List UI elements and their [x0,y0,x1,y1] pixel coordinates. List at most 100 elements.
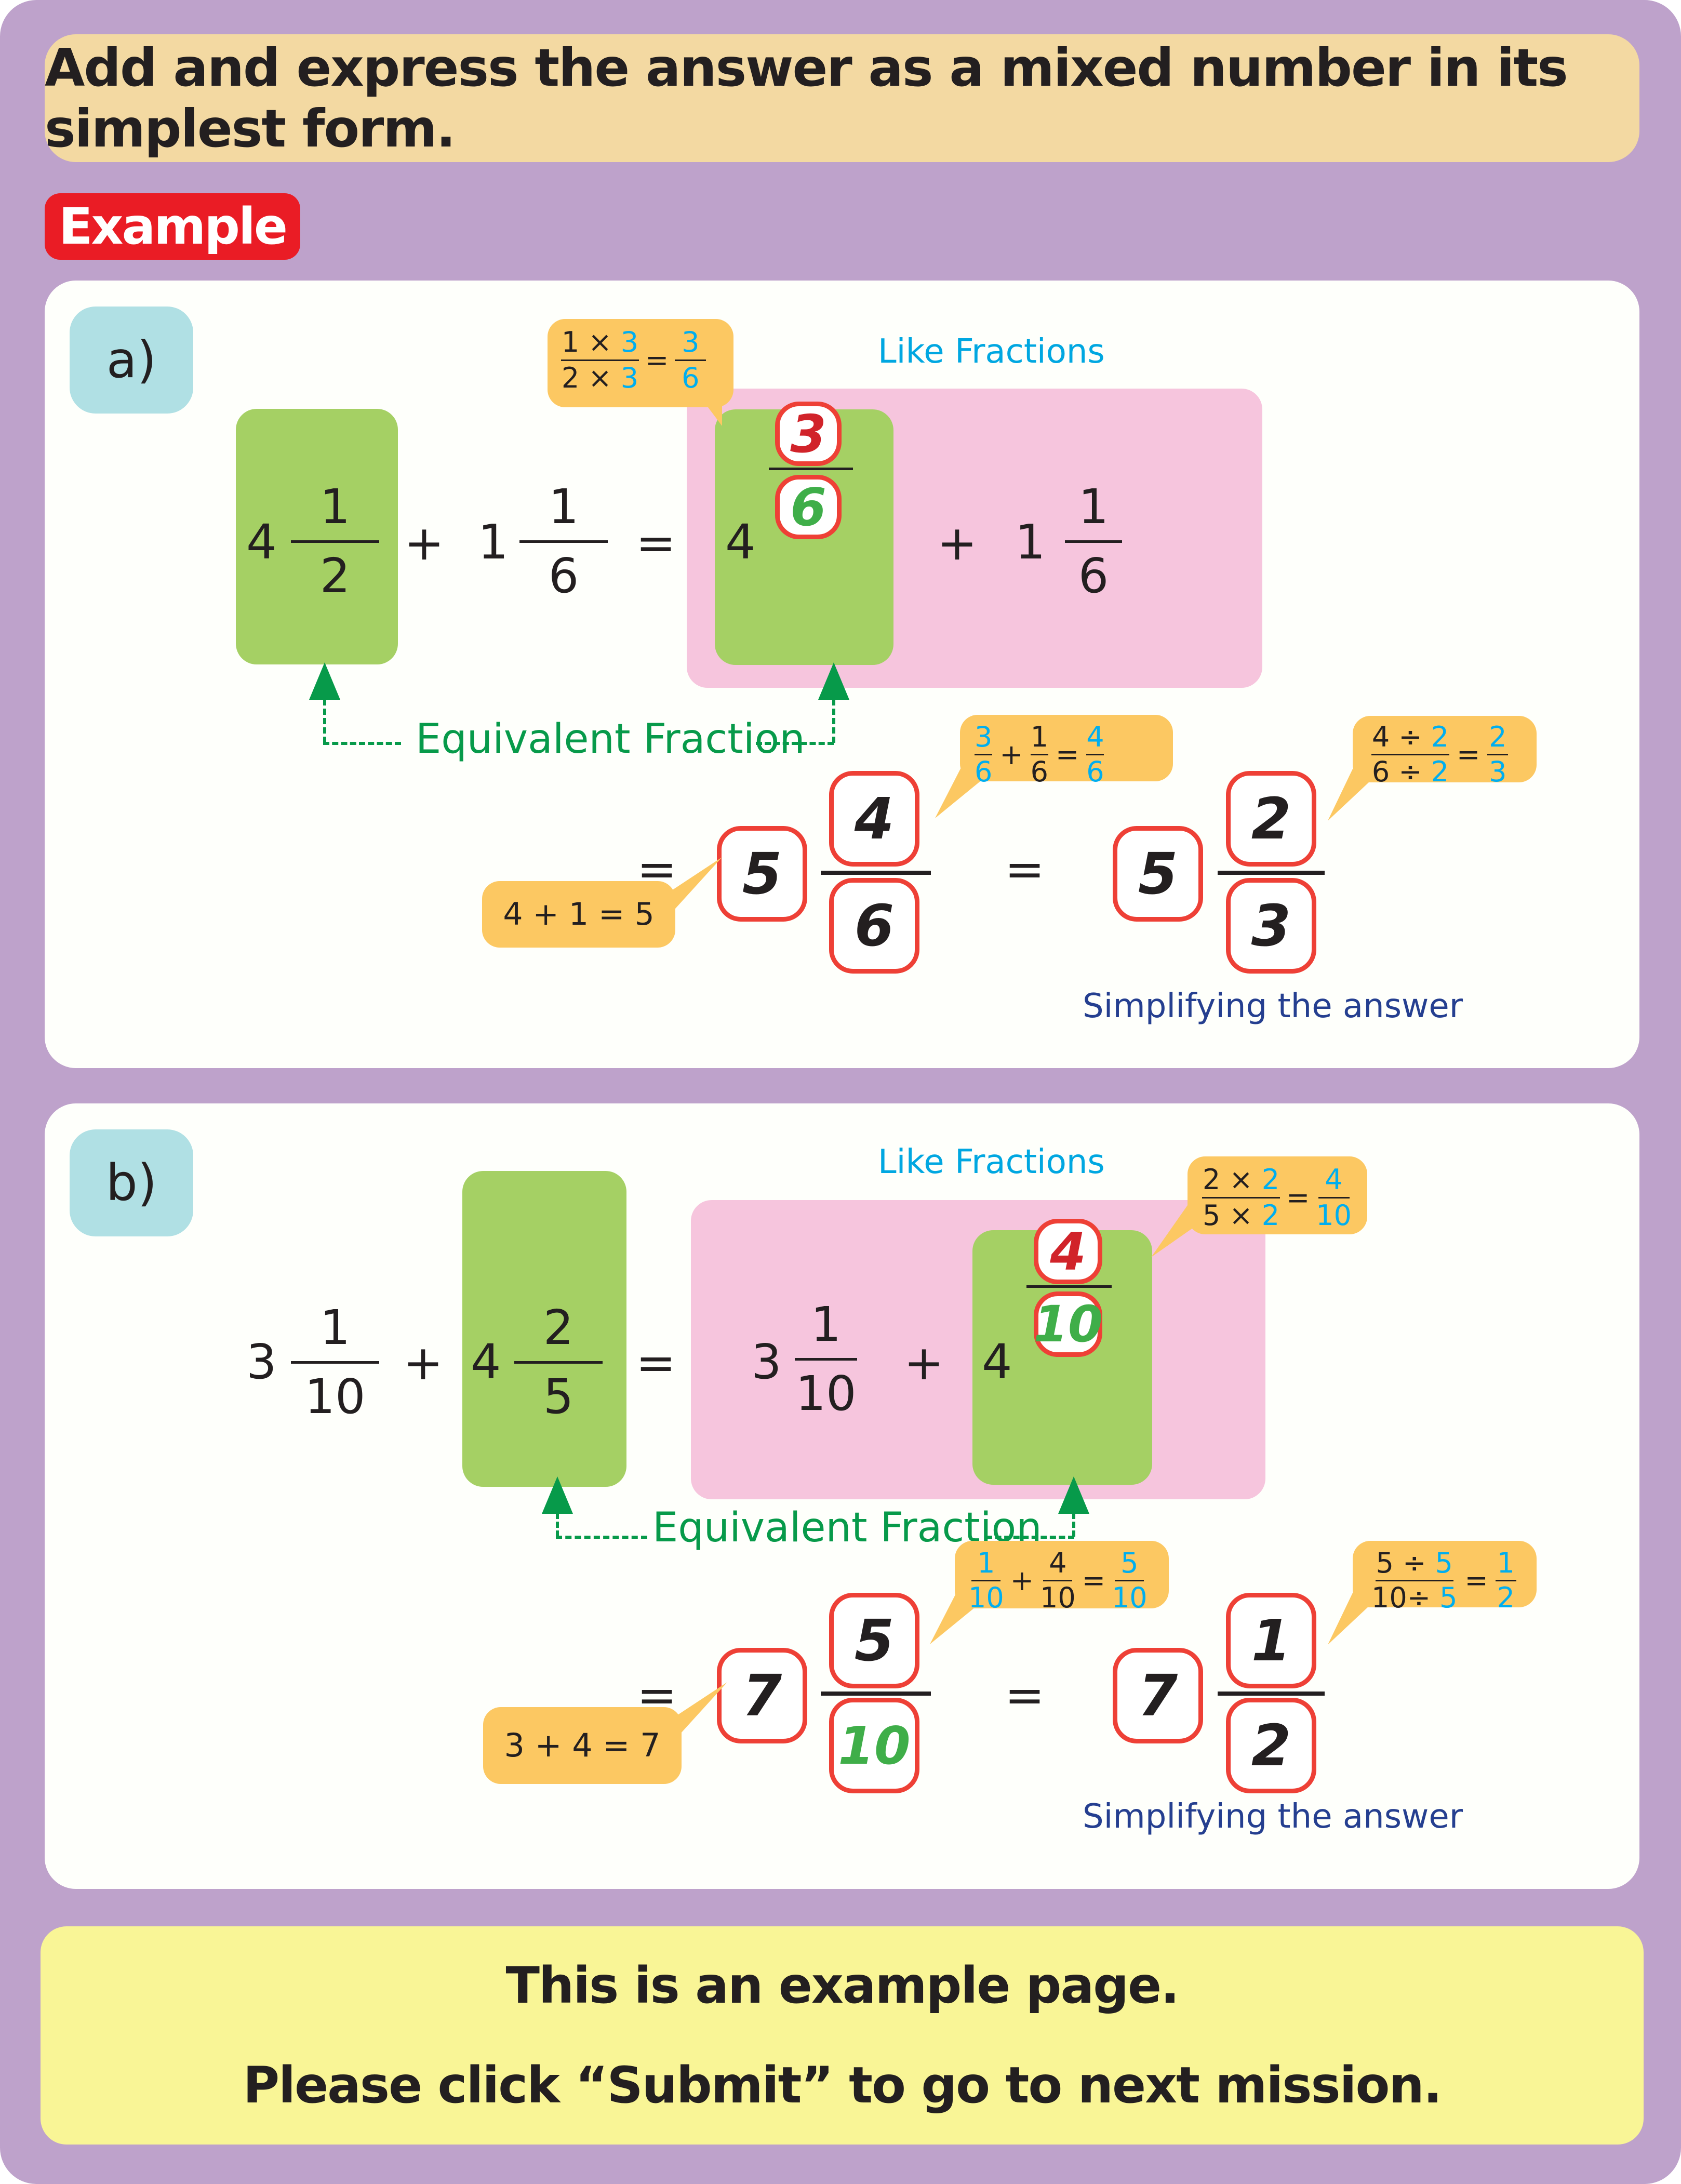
sum-whole-box: 5 [717,826,807,922]
like-fractions-label: Like Fractions [878,1143,1105,1181]
sum-numerator-box: 5 [829,1593,919,1688]
dashed-connector [323,699,326,743]
converted-term2-whole: 1 [1015,514,1046,570]
final-numerator-box: 1 [1226,1593,1316,1688]
final-whole-box: 5 [1113,826,1203,922]
term2-denominator: 5 [543,1369,574,1424]
example-badge-label: Example [58,197,288,256]
conversion-callout-expression: 2 × 2 5 × 2 = 4 10 [1202,1163,1352,1232]
like-fractions-label: Like Fractions [878,332,1105,371]
final-numerator-box: 2 [1226,771,1316,867]
final-denominator-box: 2 [1226,1698,1316,1793]
arrow-up-icon [818,662,849,700]
converted-denominator-box: 6 [775,475,842,539]
term1-denominator: 2 [319,548,351,604]
final-denominator-box: 3 [1226,878,1316,974]
plus-sign: + [404,515,445,571]
term2-whole: 4 [471,1334,501,1390]
converted-term1-whole: 3 [751,1334,782,1390]
converted-term1-denominator: 10 [795,1366,857,1421]
fraction-bar [1218,871,1325,875]
instruction-banner: Add and express the answer as a mixed nu… [45,34,1639,162]
fraction-bar [291,540,379,543]
dashed-connector [556,1536,647,1539]
converted-term2-fraction: 1 6 [1065,483,1122,600]
final-whole-box: 7 [1113,1648,1203,1743]
term1-numerator: 1 [319,479,351,535]
dashed-connector [323,742,401,745]
sum-numerator-box: 4 [829,771,919,867]
simplifying-label: Simplifying the answer [1083,1797,1463,1836]
fraction-bar [769,468,853,470]
conversion-callout [1188,1156,1367,1234]
equivalent-fraction-label: Equivalent Fraction [416,716,805,763]
example-a-label: a) [70,307,193,414]
equals-sign: = [1005,842,1045,897]
converted-numerator-box: 3 [775,402,842,466]
sum-callout [955,1541,1169,1608]
term1-fraction: 1 10 [291,1304,379,1421]
example-b-label-text: b) [105,1154,157,1212]
dashed-connector [1072,1513,1075,1537]
converted-term1-numerator: 1 [810,1297,842,1352]
term2-numerator: 1 [548,479,579,535]
whole-number-callout: 3 + 4 = 7 [483,1707,682,1784]
footer-message: This is an example page. Please click “S… [41,1926,1644,2145]
converted-term1-whole: 4 [725,514,756,570]
term1-numerator: 1 [319,1300,351,1355]
plus-sign: + [937,515,978,571]
term1-whole: 3 [246,1334,277,1390]
term1-fraction: 1 2 [291,483,379,600]
simplifying-label: Simplifying the answer [1083,987,1463,1026]
term2-denominator: 6 [548,548,579,604]
fraction-bar [821,1692,931,1696]
arrow-up-icon [309,662,340,700]
converted-term1-fraction: 1 10 [795,1301,857,1418]
term1-whole: 4 [246,514,277,570]
instruction-text: Add and express the answer as a mixed nu… [45,37,1568,159]
term2-fraction: 1 6 [519,483,608,600]
whole-number-callout-text: 4 + 1 = 5 [503,896,655,933]
converted-denominator-box: 10 [1033,1291,1103,1357]
converted-term2-denominator: 6 [1078,548,1109,604]
fraction-bar [795,1358,857,1361]
footer-line-1: This is an example page. [505,1956,1179,2015]
dashed-connector [832,699,835,743]
fraction-bar [519,540,608,543]
arrow-up-icon [1058,1476,1089,1514]
dashed-connector [556,1513,559,1537]
converted-term2-numerator: 1 [1078,479,1109,535]
sum-denominator-box: 6 [829,878,919,974]
converted-numerator-box: 4 [1034,1219,1102,1284]
dashed-connector [756,742,834,745]
equals-sign: = [636,1335,676,1391]
sum-whole-box: 7 [717,1648,807,1743]
sum-denominator-box: 10 [829,1698,919,1793]
fraction-bar [1065,540,1122,543]
fraction-bar [514,1361,603,1364]
term2-whole: 1 [478,514,509,570]
equals-sign: = [1005,1668,1045,1723]
simplify-callout [1353,716,1537,782]
term1-denominator: 10 [304,1369,366,1424]
example-a-label-text: a) [106,331,157,389]
conversion-callout-expression: 1 × 3 2 × 3 = 3 6 [561,328,706,392]
term2-fraction: 2 5 [514,1304,603,1421]
plus-sign: + [403,1335,444,1391]
term2-numerator: 2 [543,1300,574,1355]
dashed-connector [986,1536,1074,1539]
fraction-bar [821,871,931,875]
whole-number-callout: 4 + 1 = 5 [482,881,675,948]
equivalent-highlight-term1 [236,409,398,664]
fraction-bar [1026,1285,1112,1288]
simplify-callout [1353,1541,1537,1607]
footer-line-2: Please click “Submit” to go to next miss… [243,2056,1443,2114]
fraction-bar [291,1361,379,1364]
plus-sign: + [904,1335,944,1391]
whole-number-callout-text: 3 + 4 = 7 [504,1726,661,1764]
equivalent-highlight-term2 [462,1171,626,1487]
